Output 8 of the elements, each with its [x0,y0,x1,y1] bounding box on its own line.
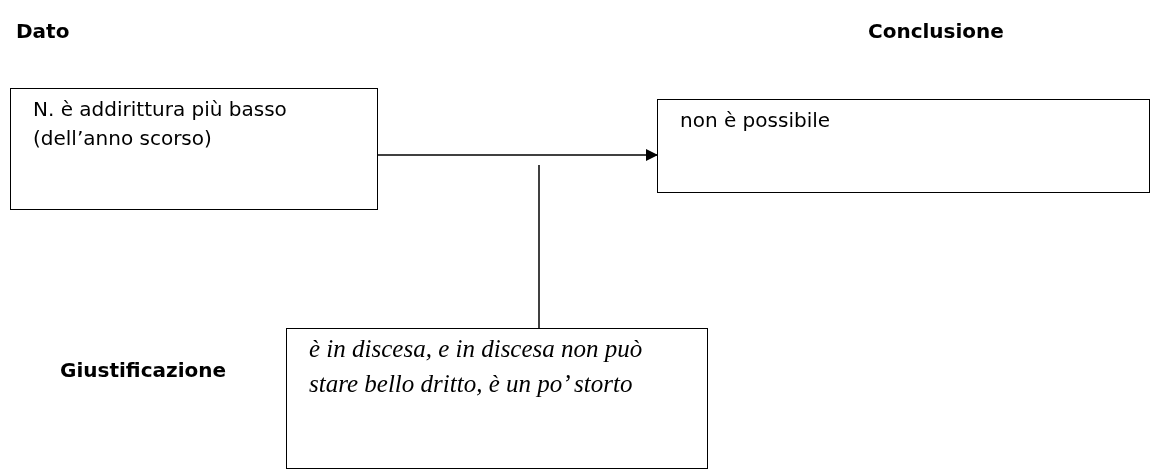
heading: Giustificazione [60,357,227,384]
text-box: non è possibile [657,99,1150,193]
heading: Conclusione [868,18,1004,45]
heading: Dato [16,18,70,45]
connector-line [538,164,540,329]
text-box: N. è addirittura più basso (dell’anno scorso) [10,88,378,210]
text-box: è in discesa, e in discesa non può stare bello dritto, è un po’ storto [286,328,708,469]
arrow [377,149,658,161]
